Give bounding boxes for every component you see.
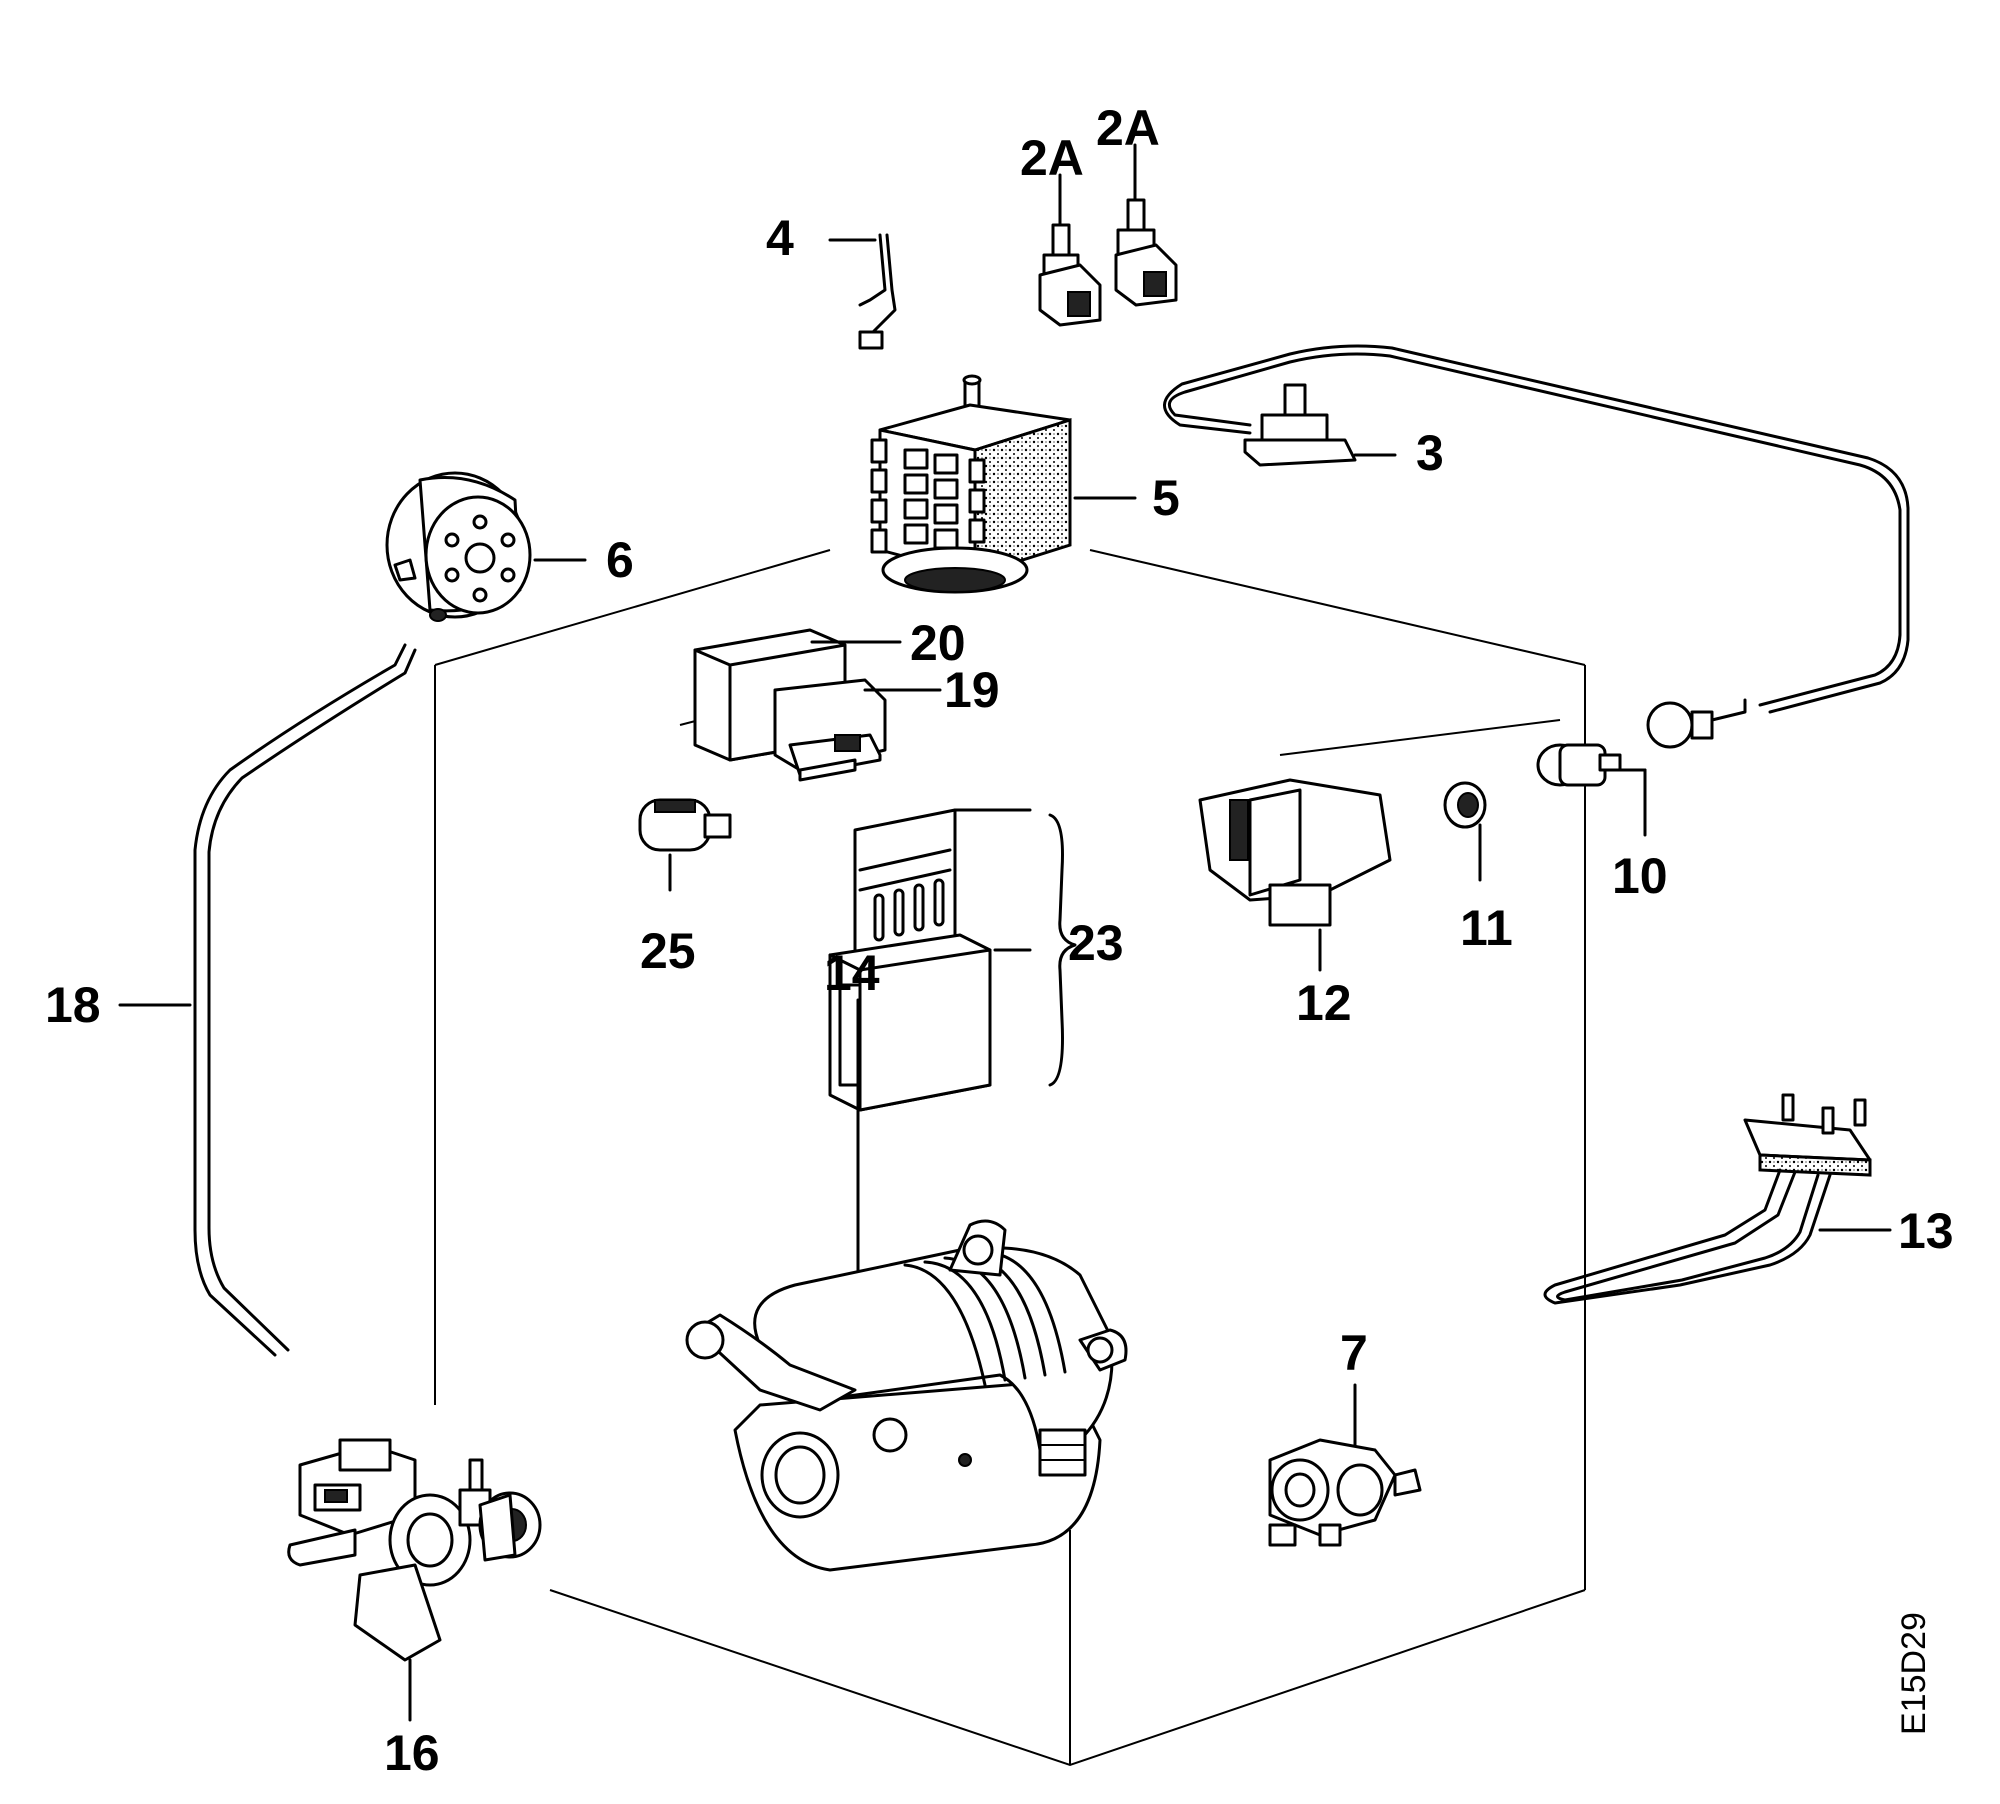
- part-5-timer: [870, 374, 1137, 594]
- part-19-door-lock: [773, 678, 942, 782]
- cabinet-outline: [434, 549, 1586, 1767]
- label-18: 18: [45, 977, 101, 1033]
- drawing-code: E15D29: [1895, 1612, 1933, 1735]
- label-12: 12: [1296, 975, 1352, 1031]
- part-12-pressure-switch: [1198, 778, 1392, 972]
- label-2a-left: 2A: [1020, 130, 1084, 186]
- part-25-capacitor: [638, 798, 732, 892]
- label-16: 16: [384, 1725, 440, 1781]
- part-3-thermostat: [1163, 344, 1910, 749]
- label-3: 3: [1416, 425, 1444, 481]
- label-10: 10: [1612, 848, 1668, 904]
- label-14: 14: [824, 945, 880, 1001]
- part-6-motor: [385, 471, 587, 622]
- label-23: 23: [1068, 915, 1124, 971]
- label-20: 20: [910, 615, 966, 671]
- part-11-grommet: [1443, 781, 1487, 882]
- part-14-motor: [685, 998, 1128, 1572]
- label-2a-right: 2A: [1096, 100, 1160, 156]
- label-13: 13: [1898, 1203, 1954, 1259]
- part-4-wire: [828, 233, 897, 350]
- part-16-drain-pump: [287, 1438, 542, 1722]
- label-6: 6: [606, 532, 634, 588]
- label-11: 11: [1460, 900, 1513, 956]
- label-19: 19: [944, 662, 1000, 718]
- part-10-thermostat: [1536, 743, 1647, 837]
- part-23-control-board: [828, 808, 1077, 1112]
- part-2a-switch-left: [1038, 173, 1102, 327]
- part-13-heater: [1543, 1093, 1892, 1305]
- part-2a-switch-right: [1114, 143, 1178, 307]
- label-7: 7: [1340, 1325, 1368, 1381]
- part-7-valve: [1268, 1383, 1422, 1547]
- label-5: 5: [1152, 470, 1180, 526]
- timer-terminal-grid: [870, 438, 986, 574]
- part-18-hose: [118, 643, 417, 1357]
- label-25: 25: [640, 923, 696, 979]
- label-4: 4: [766, 210, 794, 266]
